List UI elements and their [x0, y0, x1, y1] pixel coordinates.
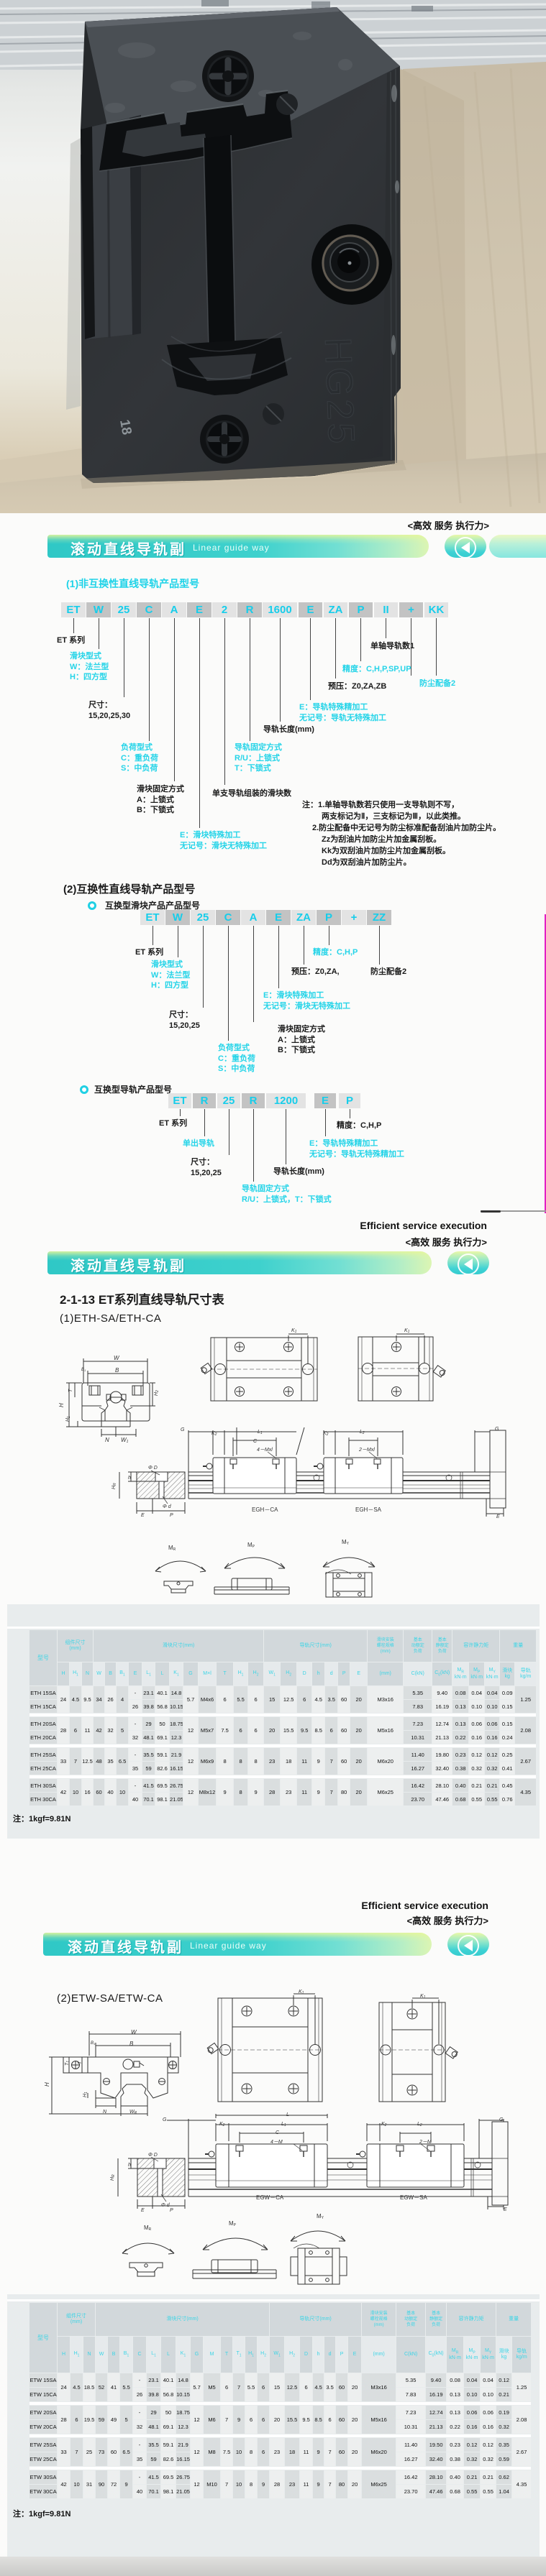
svg-text:2－Mxl: 2－Mxl [358, 1448, 375, 1453]
svg-text:HR: HR [112, 1483, 117, 1489]
svg-text:W: W [131, 2029, 137, 2036]
svg-text:G: G [495, 1427, 499, 1432]
svg-text:WR: WR [129, 2110, 137, 2115]
svg-text:EGH－CA: EGH－CA [252, 1506, 278, 1513]
svg-text:T1: T1 [65, 2061, 70, 2066]
svg-text:Φ D: Φ D [148, 1466, 158, 1471]
svg-text:N: N [105, 1437, 109, 1443]
svg-text:K1: K1 [420, 1994, 426, 2000]
svg-text:H: H [58, 1403, 65, 1407]
svg-text:G: G [181, 1427, 185, 1432]
svg-text:MP: MP [247, 1542, 255, 1549]
svg-text:HR: HR [110, 2174, 116, 2181]
svg-text:4－Mxl: 4－Mxl [257, 1448, 273, 1453]
svg-text:L2: L2 [360, 1430, 365, 1435]
svg-text:h: h [128, 1476, 131, 1481]
svg-text:H2: H2 [154, 1390, 160, 1396]
svg-text:T: T [78, 2061, 83, 2064]
svg-text:EGH－SA: EGH－SA [355, 1506, 382, 1513]
svg-text:MY: MY [317, 2213, 324, 2220]
svg-text:Φ d: Φ d [163, 1504, 172, 1509]
svg-text:H1: H1 [83, 2092, 88, 2097]
svg-text:W: W [114, 1355, 120, 1361]
svg-text:C: C [253, 1439, 258, 1444]
svg-text:W1: W1 [121, 1437, 129, 1444]
svg-text:Φ D: Φ D [148, 2153, 158, 2158]
svg-text:4－M: 4－M [270, 2140, 283, 2145]
svg-text:B1: B1 [91, 2041, 95, 2046]
svg-text:2－M: 2－M [419, 2140, 432, 2145]
svg-text:HG25: HG25 [317, 336, 362, 447]
svg-text:H: H [44, 2082, 50, 2087]
svg-text:E: E [504, 2207, 507, 2212]
svg-text:K2: K2 [323, 1431, 329, 1437]
svg-text:E: E [141, 2208, 145, 2213]
svg-text:N: N [103, 2110, 107, 2115]
svg-text:h: h [128, 2163, 131, 2168]
svg-text:L1: L1 [258, 1430, 263, 1435]
svg-text:MP: MP [229, 2220, 237, 2227]
svg-text:B: B [129, 2041, 134, 2047]
svg-text:EGW－SA: EGW－SA [400, 2194, 427, 2201]
svg-text:K1: K1 [404, 1328, 410, 1334]
svg-text:H1: H1 [65, 1416, 71, 1422]
svg-text:K2: K2 [211, 1431, 217, 1437]
svg-text:G: G [163, 2117, 167, 2122]
svg-text:MR: MR [144, 2225, 152, 2232]
svg-text:P: P [170, 1513, 173, 1518]
svg-text:EGW－CA: EGW－CA [256, 2194, 284, 2201]
svg-text:B: B [115, 1367, 119, 1374]
svg-text:T: T [68, 1389, 73, 1392]
svg-text:18: 18 [117, 418, 134, 436]
svg-text:E: E [496, 1514, 500, 1519]
svg-text:MR: MR [168, 1545, 176, 1552]
svg-text:E: E [141, 1513, 145, 1518]
svg-text:P: P [170, 2208, 173, 2213]
svg-text:K1: K1 [291, 1328, 297, 1334]
svg-text:K1: K1 [299, 1990, 304, 1995]
svg-text:MY: MY [342, 1539, 350, 1546]
